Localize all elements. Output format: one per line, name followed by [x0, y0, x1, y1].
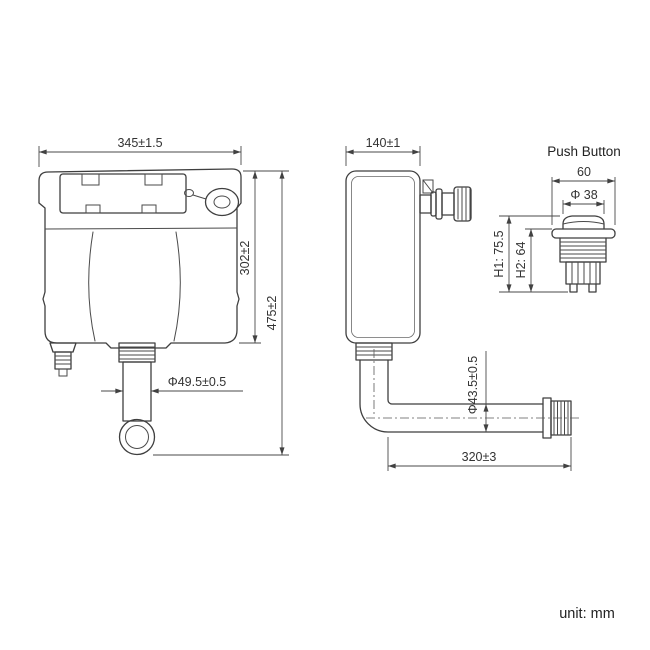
button-lower-barrel [565, 261, 601, 285]
front-left-fitting-tip [58, 368, 68, 377]
dim-button-cap-diameter: Φ 38 [570, 188, 597, 202]
front-tab-right [141, 204, 157, 214]
side-tank-inner-contour [351, 176, 415, 338]
unit-label: unit: mm [559, 606, 615, 622]
button-cap [562, 215, 605, 230]
front-tab-left [85, 204, 101, 214]
inlet-ring-2 [435, 188, 443, 220]
button-barrel-ribs [571, 261, 597, 285]
dim-pipe-diameter: Φ43.5±0.5 [466, 356, 480, 415]
inlet-knurled-cap [453, 186, 472, 222]
dim-front-body-height: 302±2 [238, 241, 252, 276]
front-seam-line [44, 227, 238, 230]
inlet-knurl-lines [457, 187, 471, 221]
elbow-pipe [359, 359, 544, 433]
dim-button-h2: H2: 64 [514, 242, 528, 279]
front-rib-right [173, 231, 181, 342]
dim-front-width: 345±1.5 [117, 136, 162, 150]
dim-button-width: 60 [577, 165, 591, 179]
front-outlet-flange-inner [125, 425, 149, 449]
front-left-fitting-threads [54, 355, 72, 365]
push-button-detail: Push Button 60 Φ 38 H1: 75.5 H2: 64 [492, 144, 621, 293]
front-outlet-flange-outer [118, 418, 156, 456]
front-left-fitting-nut [49, 342, 77, 353]
inlet-ring-1 [430, 191, 437, 217]
front-access-opening [59, 173, 187, 214]
front-tank-body [38, 168, 242, 349]
front-clip-right [144, 173, 163, 186]
front-rib-left [88, 231, 96, 342]
dim-button-h1: H1: 75.5 [492, 230, 506, 277]
side-tank-body [345, 170, 421, 344]
seal-grommet [184, 189, 194, 197]
dim-front-total-height: 475±2 [265, 296, 279, 331]
button-flange [551, 228, 616, 239]
seal-leader-line [192, 194, 207, 200]
dim-side-depth: 140±1 [366, 136, 401, 150]
front-clip-left [81, 173, 100, 186]
inlet-top-bracket-line [422, 179, 434, 194]
inlet-body [441, 192, 455, 216]
inlet-stem [419, 194, 432, 214]
front-outlet-pipe [122, 361, 152, 422]
button-cap-inner-arc [562, 221, 605, 225]
seal-detail-inner [213, 195, 231, 209]
side-view [345, 170, 579, 439]
inlet-top-bracket [422, 179, 434, 194]
front-view-dimensions: 345±1.5 302±2 475±2 Φ49.5±0.5 [38, 136, 289, 456]
dim-pipe-length: 320±3 [462, 450, 497, 464]
seal-detail-outer [204, 187, 240, 217]
front-outlet-collar-threads [118, 346, 156, 360]
front-view [38, 168, 242, 456]
dim-outlet-diameter: Φ49.5±0.5 [168, 375, 227, 389]
button-thread-lines [559, 241, 607, 259]
side-view-dimensions: 140±1 Φ43.5±0.5 320±3 [345, 136, 572, 471]
push-button-title: Push Button [547, 144, 621, 159]
button-bottom-clips [569, 283, 597, 293]
